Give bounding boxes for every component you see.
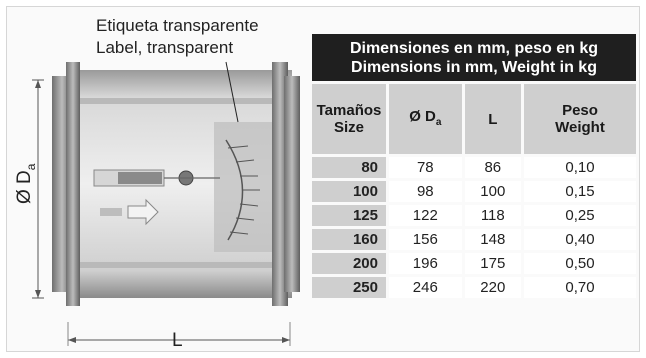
table-row: 100 98 100 0,15 (312, 181, 636, 202)
table-row: 160 156 148 0,40 (312, 229, 636, 250)
header-weight-spanish: Peso (562, 102, 598, 119)
header-size-english: Size (333, 119, 364, 136)
damper-drawing: Etiqueta transparente Label, transparent… (0, 0, 320, 358)
diameter-symbol: Ø D (14, 170, 35, 204)
diameter-subscript: a (23, 163, 38, 171)
cell-weight: 0,40 (523, 229, 636, 250)
table-row: 200 196 175 0,50 (312, 253, 636, 274)
cell-diameter: 98 (389, 181, 462, 202)
cell-size: 250 (312, 277, 386, 298)
label-spanish: Etiqueta transparente (96, 16, 259, 35)
cell-size: 125 (312, 205, 386, 226)
dimensions-table: Tamaños Size Ø Da L Peso Weight 80 78 86… (309, 81, 639, 301)
header-weight-english: Weight (555, 119, 605, 136)
header-size: Tamaños Size (312, 84, 386, 154)
cell-diameter: 122 (389, 205, 462, 226)
cell-length: 148 (464, 229, 521, 250)
table-title-english: Dimensions in mm, Weight in kg (351, 59, 597, 76)
cell-length: 175 (464, 253, 521, 274)
cell-diameter: 246 (389, 277, 462, 298)
table-row: 80 78 86 0,10 (312, 157, 636, 178)
header-size-spanish: Tamaños (316, 102, 382, 119)
label-english: Label, transparent (96, 38, 234, 57)
table-row: 125 122 118 0,25 (312, 205, 636, 226)
cell-length: 100 (464, 181, 521, 202)
cell-weight: 0,10 (523, 157, 636, 178)
cell-weight: 0,50 (523, 253, 636, 274)
cell-size: 200 (312, 253, 386, 274)
length-label: L (172, 330, 183, 351)
left-ring (66, 62, 80, 306)
cell-diameter: 78 (389, 157, 462, 178)
diameter-label: Ø Da (14, 164, 38, 204)
cell-size: 100 (312, 181, 386, 202)
cell-size: 80 (312, 157, 386, 178)
damper-illustration (32, 61, 300, 346)
cell-weight: 0,25 (523, 205, 636, 226)
header-diameter-symbol: Ø D (409, 107, 436, 125)
cell-weight: 0,70 (523, 277, 636, 298)
header-diameter-subscript: a (435, 116, 442, 128)
header-diameter: Ø Da (389, 84, 462, 154)
table-title: Dimensiones en mm, peso en kg Dimensions… (312, 34, 636, 81)
label-leader-line (225, 61, 239, 123)
header-length: L (464, 84, 521, 154)
cell-length: 86 (464, 157, 521, 178)
cell-length: 220 (464, 277, 521, 298)
table-header-row: Tamaños Size Ø Da L Peso Weight (312, 84, 636, 154)
dimensions-table-block: Dimensiones en mm, peso en kg Dimensions… (312, 34, 636, 301)
cell-size: 160 (312, 229, 386, 250)
table-title-spanish: Dimensiones en mm, peso en kg (349, 40, 599, 57)
airflow-arrow (127, 198, 159, 226)
right-flange (284, 76, 300, 292)
cell-diameter: 156 (389, 229, 462, 250)
header-weight: Peso Weight (523, 84, 636, 154)
table-row: 250 246 220 0,70 (312, 277, 636, 298)
cell-length: 118 (464, 205, 521, 226)
cell-diameter: 196 (389, 253, 462, 274)
cell-weight: 0,15 (523, 181, 636, 202)
